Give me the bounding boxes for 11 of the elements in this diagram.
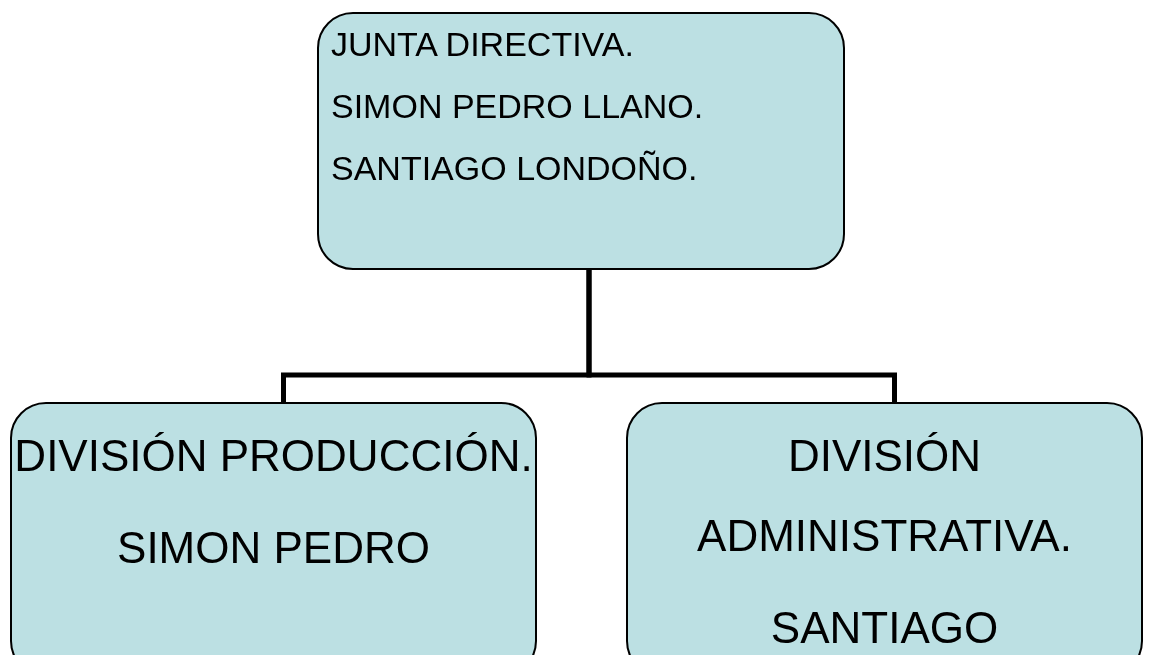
box-text: DIVISIÓN ADMINISTRATIVA. [696,430,1073,562]
box-text: SANTIAGO LONDOÑO. [331,148,698,189]
org-box [626,402,1143,655]
box-text: SANTIAGO [770,602,999,654]
connector-line [586,267,897,405]
org-box [10,402,537,655]
box-text: SIMON PEDRO LLANO. [331,86,704,127]
box-text: DIVISIÓN PRODUCCIÓN. [14,430,533,482]
box-text: JUNTA DIRECTIVA. [331,24,634,65]
box-text: SIMON PEDRO [117,522,430,574]
org-box [317,12,845,270]
